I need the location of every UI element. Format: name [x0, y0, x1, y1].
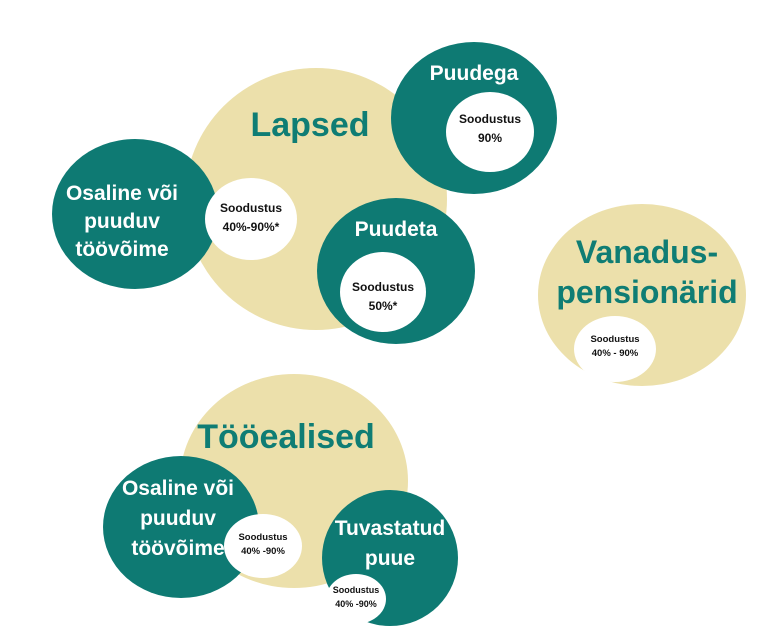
- vanaduspensionarid-discount-value: 40% - 90%: [591, 348, 639, 359]
- tooealised-osaline-discount-value: 40% -90%: [241, 546, 285, 557]
- tooealised-osaline-discount-circle: [224, 514, 302, 578]
- puudega-label: Puudega: [429, 62, 519, 85]
- tooealised-osaline-label: Osaline või puuduv töövõime: [121, 477, 235, 560]
- tuvastatud-puue-discount-label: Soodustus: [332, 585, 380, 595]
- vanaduspensionarid-discount-circle: [574, 316, 656, 382]
- puudeta-discount-label: Soodustus: [352, 280, 414, 294]
- tooealised-title: Tööealised: [197, 418, 375, 456]
- lapsed-osaline-label: Osaline või puuduv töövõime: [65, 182, 179, 261]
- puudeta-discount-circle: [340, 252, 426, 332]
- puudeta-discount-value: 50%*: [368, 299, 398, 313]
- puudega-discount-value: 90%: [477, 131, 503, 145]
- puudeta-label: Puudeta: [354, 218, 438, 241]
- tuvastatud-puue-discount-value: 40% -90%: [335, 599, 377, 609]
- lapsed-osaline-circle: [52, 139, 218, 289]
- vanaduspensionarid-title: Vanadus- pensionärid: [556, 234, 738, 310]
- lapsed-osaline-discount-circle: [205, 178, 297, 260]
- puudega-discount-circle: [446, 92, 534, 172]
- tuvastatud-puue-discount-circle: [326, 574, 386, 624]
- tooealised-osaline-discount-label: Soodustus: [238, 532, 288, 543]
- lapsed-osaline-discount-value: 40%-90%*: [222, 220, 280, 234]
- lapsed-osaline-discount-label: Soodustus: [220, 201, 282, 215]
- tuvastatud-puue-label: Tuvastatud puue: [334, 517, 446, 570]
- vanaduspensionarid-discount-label: Soodustus: [590, 334, 640, 345]
- lapsed-title: Lapsed: [250, 106, 370, 144]
- puudega-discount-label: Soodustus: [459, 112, 521, 126]
